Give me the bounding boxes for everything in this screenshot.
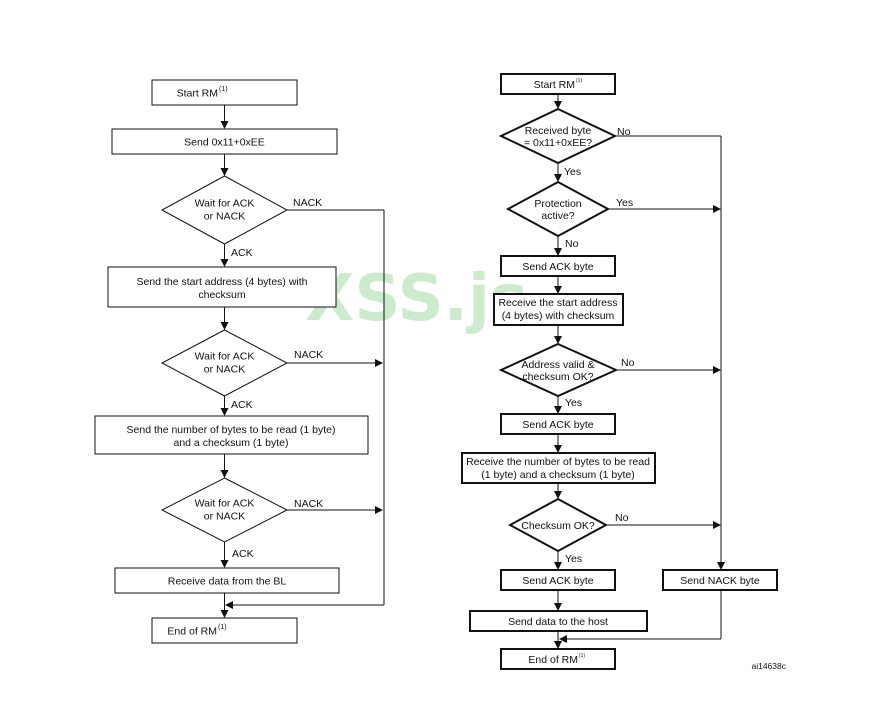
- host-wait2-line2: or NACK: [204, 364, 245, 376]
- device-ack1-label: Send ACK byte: [522, 261, 593, 273]
- device-d1-line1: Received byte: [525, 125, 592, 137]
- device-receive-count-box: [461, 452, 656, 484]
- host-receive-data-label: Receive data from the BL: [168, 576, 287, 588]
- host-start-sup: (1): [219, 86, 228, 93]
- device-recv-addr-line2: (4 bytes) with checksum: [502, 310, 615, 322]
- device-recv-addr-line1: Receive the start address: [498, 297, 617, 309]
- host-nack-label-2: NACK: [294, 349, 323, 361]
- host-ack-label-2: ACK: [231, 399, 253, 411]
- device-d1-yes-label: Yes: [564, 166, 581, 178]
- device-d2-line1: Protection: [534, 198, 581, 210]
- device-d1-line2: = 0x11+0xEE?: [524, 137, 592, 149]
- device-flow: Start RM (1) Received byte = 0x11+0xEE? …: [461, 73, 778, 670]
- device-d2-no-label: No: [565, 238, 579, 250]
- device-d2-line2: active?: [541, 210, 574, 222]
- device-end-box: [500, 648, 616, 670]
- device-end-sup: (1): [579, 653, 585, 659]
- device-end-label: End of RM: [528, 654, 578, 666]
- host-end-box: [151, 617, 298, 644]
- host-send-count-box: [94, 415, 369, 455]
- device-start-box: [500, 73, 616, 95]
- host-end-sup: (1): [218, 624, 227, 631]
- device-ack3-label: Send ACK byte: [522, 575, 593, 587]
- device-d3-line2: checksum OK?: [522, 371, 593, 383]
- host-send-command-label: Send 0x11+0xEE: [184, 137, 265, 149]
- host-wait2-line1: Wait for ACK: [195, 351, 255, 363]
- host-wait3-line2: or NACK: [204, 511, 245, 523]
- figure-reference: ai14638c: [751, 661, 786, 671]
- device-send-nack-box: [662, 569, 778, 591]
- device-d4-yes-label: Yes: [565, 553, 582, 565]
- device-d3-yes-label: Yes: [565, 397, 582, 409]
- host-ack-label-1: ACK: [231, 247, 253, 259]
- device-nack-label: Send NACK byte: [680, 575, 760, 587]
- host-start-label: Start RM: [177, 88, 218, 100]
- device-start-label: Start RM: [534, 79, 575, 91]
- device-d4-label: Checksum OK?: [521, 520, 595, 532]
- host-ack-label-3: ACK: [232, 548, 254, 560]
- host-send-count-line2: and a checksum (1 byte): [174, 437, 289, 449]
- device-receive-address-box: [493, 293, 624, 326]
- device-ack2-label: Send ACK byte: [522, 419, 593, 431]
- device-d3-no-label: No: [621, 357, 635, 369]
- device-recv-count-line1: Receive the number of bytes to be read: [466, 456, 650, 468]
- device-send-data-label: Send data to the host: [508, 616, 608, 628]
- device-d3-line1: Address valid &: [522, 359, 595, 371]
- device-start-sup: (1): [576, 78, 582, 84]
- host-nack-label-3: NACK: [294, 498, 323, 510]
- device-d2-yes-label: Yes: [616, 197, 633, 209]
- host-wait1-line1: Wait for ACK: [195, 198, 255, 210]
- device-recv-count-line2: (1 byte) and a checksum (1 byte): [481, 469, 635, 481]
- host-send-address-line2: checksum: [198, 289, 246, 301]
- host-start-box: [151, 79, 298, 106]
- host-send-address-box: [107, 266, 337, 308]
- host-flow: Start RM (1) Send 0x11+0xEE Wait for ACK…: [94, 79, 385, 644]
- host-wait1-line2: or NACK: [204, 211, 245, 223]
- host-end-label: End of RM: [167, 626, 217, 638]
- device-d1-no-label: No: [617, 126, 631, 138]
- host-nack-label-1: NACK: [293, 197, 322, 209]
- host-wait3-line1: Wait for ACK: [195, 498, 255, 510]
- host-send-count-line1: Send the number of bytes to be read (1 b…: [127, 424, 336, 436]
- host-send-address-line1: Send the start address (4 bytes) with: [137, 276, 308, 288]
- host-receive-data-box: [114, 567, 340, 594]
- device-d4-no-label: No: [615, 512, 629, 524]
- watermark: XSS.js: [305, 262, 528, 336]
